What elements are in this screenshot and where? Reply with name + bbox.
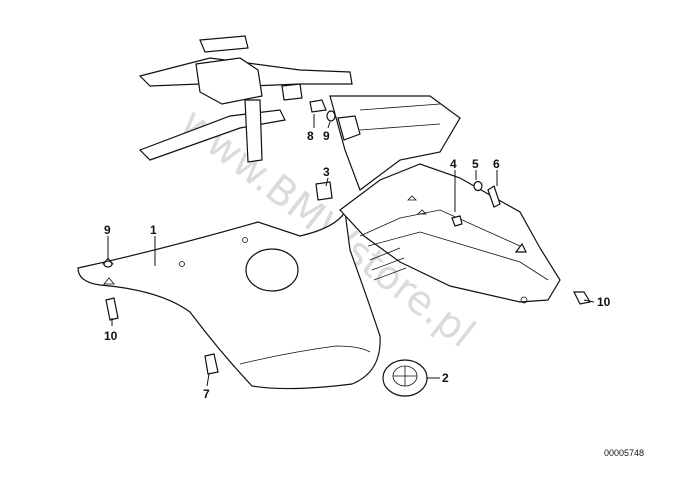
- nut-part-8-icon: [309, 99, 327, 113]
- screw-part-6-icon: [487, 185, 501, 208]
- washer-part-9b-icon: [103, 260, 113, 268]
- tail-fairing: [339, 163, 561, 304]
- callout-6: 6: [493, 157, 500, 171]
- diagram-code: 00005748: [604, 448, 644, 458]
- callout-9-top: 9: [323, 129, 330, 143]
- callout-2: 2: [442, 371, 449, 385]
- callout-10-left: 10: [104, 329, 118, 343]
- callout-3: 3: [323, 165, 330, 179]
- screw-part-10-left-icon: [105, 297, 119, 321]
- rubber-buffer-part-4-icon: [451, 215, 463, 227]
- frame-structure: [138, 35, 461, 191]
- leader-lines: [107, 114, 595, 387]
- washer-part-9-icon: [326, 110, 336, 122]
- washer-part-5-icon: [473, 180, 483, 192]
- callout-4: 4: [450, 157, 457, 171]
- screw-part-10-right-icon: [573, 291, 591, 305]
- callouts: 1 2 3 4 5 6 7 8 9 9 10 10: [104, 129, 611, 401]
- callout-8: 8: [307, 129, 314, 143]
- small-parts: [103, 99, 591, 375]
- side-panel-part-1: [77, 210, 381, 390]
- callout-1: 1: [150, 223, 157, 237]
- callout-9-left: 9: [104, 223, 111, 237]
- callout-7: 7: [203, 387, 210, 401]
- callout-10-right: 10: [597, 295, 611, 309]
- callout-5: 5: [472, 157, 479, 171]
- clip-part-3-icon: [315, 181, 333, 201]
- emblem-part-2: [382, 359, 428, 397]
- screw-part-7-icon: [204, 353, 219, 375]
